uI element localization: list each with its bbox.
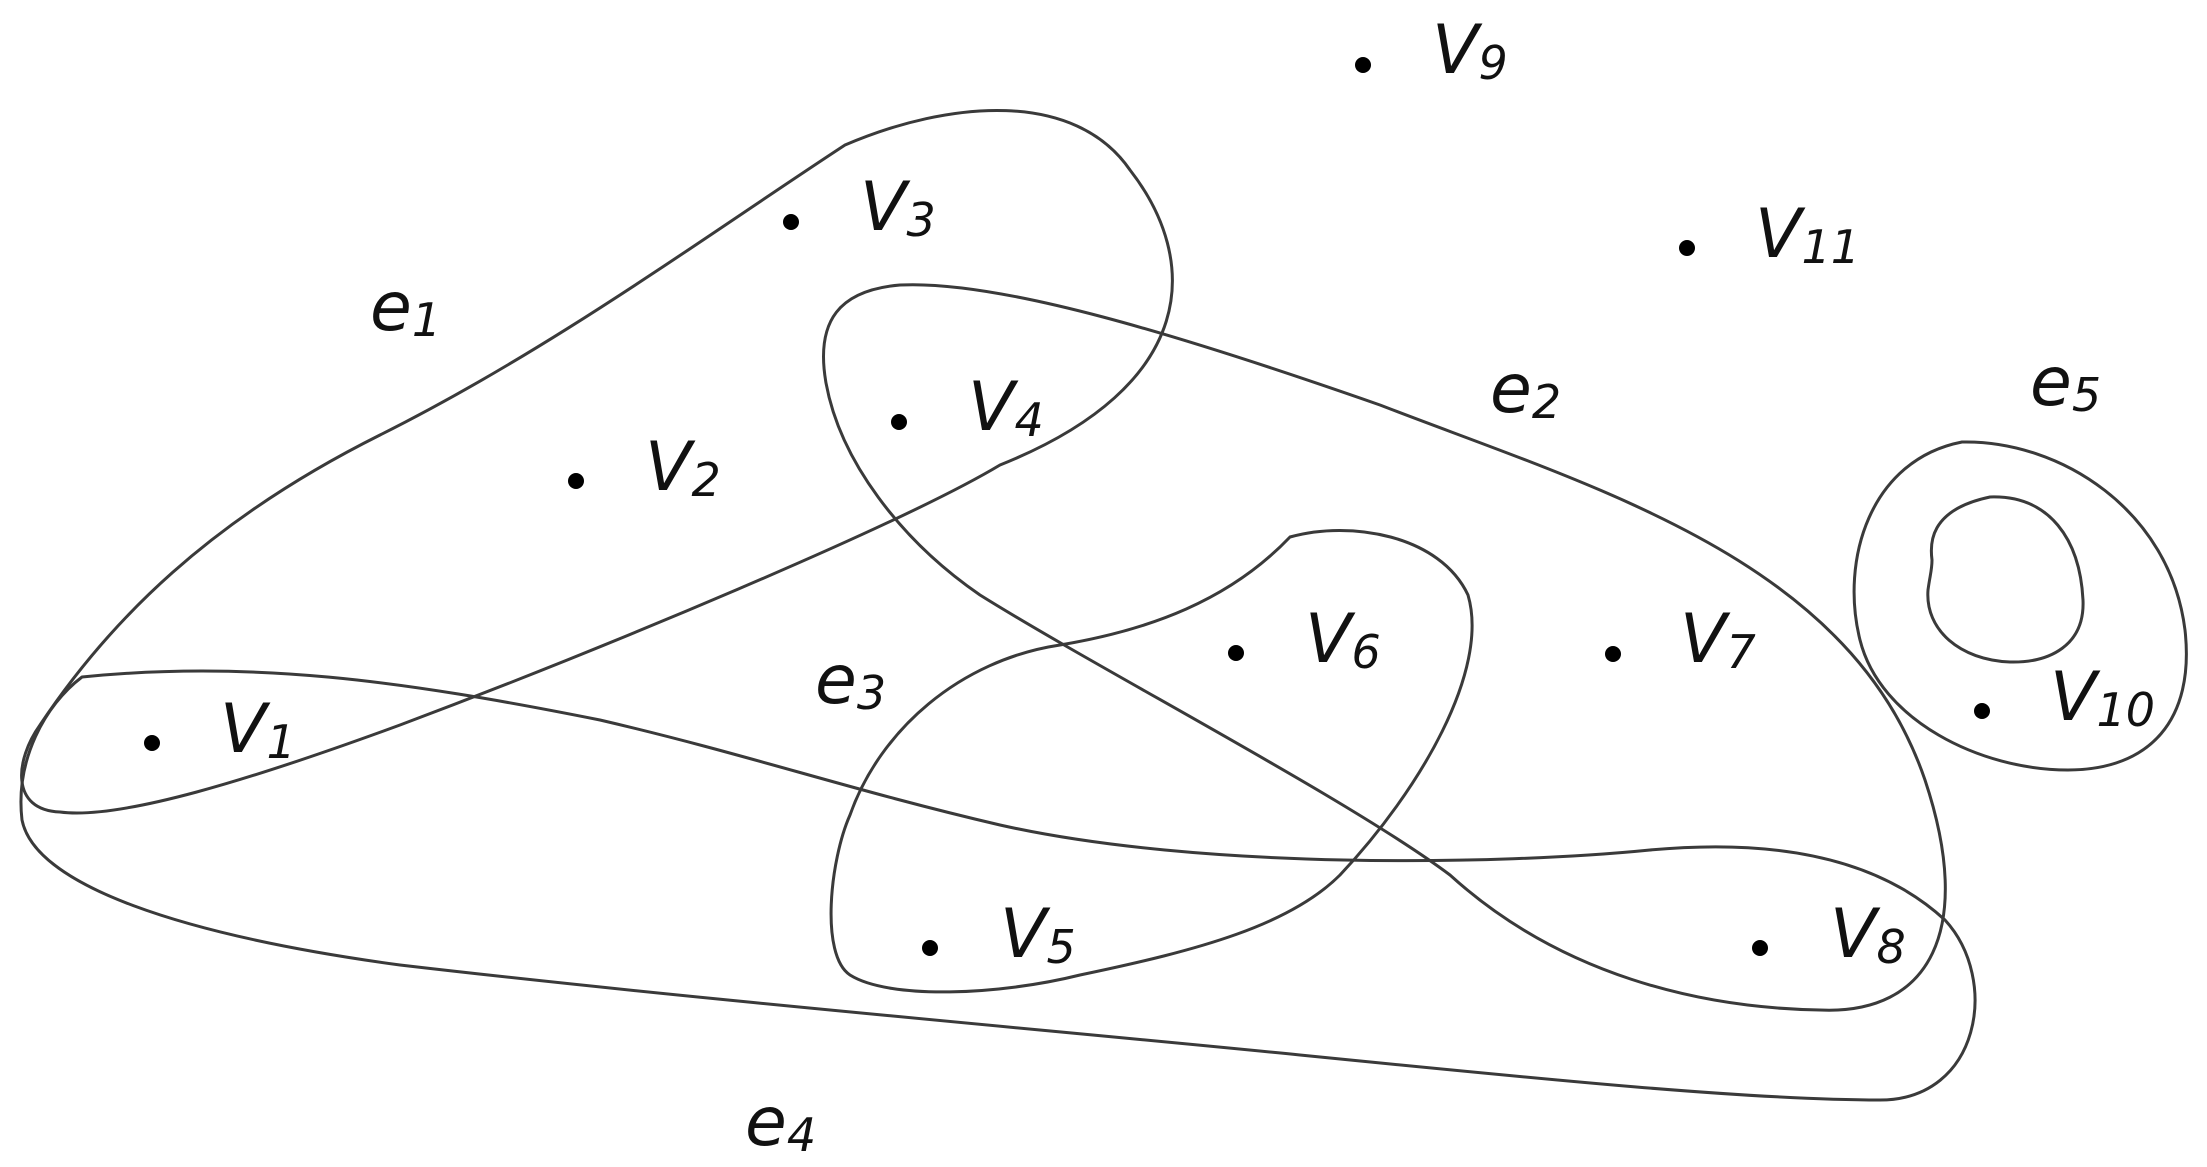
hyperedge-e4-outline bbox=[19, 669, 1977, 1102]
vertex-v1-dot bbox=[144, 735, 160, 751]
vertex-v3-dot bbox=[783, 214, 799, 230]
hyperedge-e5-outer-outline bbox=[1852, 440, 2188, 772]
vertex-labels: V1 V2 V3 V4 V5 V6 V7 V8 V9 V10 V11 bbox=[220, 11, 2155, 974]
vertex-v7-label: V7 bbox=[1680, 600, 1756, 679]
vertex-v9-dot bbox=[1355, 57, 1371, 73]
vertex-v4-dot bbox=[891, 414, 907, 430]
vertex-v11-dot bbox=[1679, 240, 1695, 256]
vertex-v10-dot bbox=[1974, 703, 1990, 719]
hyperedge-e5-inner-outline bbox=[1926, 495, 2085, 664]
hyperedge-e1-outline bbox=[20, 108, 1174, 815]
vertex-v8-dot bbox=[1752, 940, 1768, 956]
vertex-v5-label: V5 bbox=[1000, 895, 1076, 974]
vertex-v9-label: V9 bbox=[1432, 11, 1508, 90]
hyperedge-e3-label: e3 bbox=[815, 641, 886, 720]
vertex-v2-label: V2 bbox=[645, 428, 721, 507]
hyperedge-e2-outline bbox=[821, 283, 1947, 1012]
hyperedge-e5-label: e5 bbox=[2030, 343, 2101, 422]
vertex-v10-label: V10 bbox=[2050, 658, 2155, 737]
hyperedge-e4-label: e4 bbox=[745, 1083, 816, 1162]
vertex-dots bbox=[144, 57, 1990, 956]
hyperedge-e3-outline bbox=[829, 528, 1474, 994]
hyperedge-e2-label: e2 bbox=[1490, 350, 1561, 429]
vertex-v4-label: V4 bbox=[968, 368, 1044, 447]
vertex-v6-dot bbox=[1228, 645, 1244, 661]
vertex-v8-label: V8 bbox=[1830, 895, 1906, 974]
vertex-v3-label: V3 bbox=[860, 168, 936, 247]
vertex-v11-label: V11 bbox=[1755, 195, 1860, 274]
vertex-v7-dot bbox=[1605, 646, 1621, 662]
hyperedge-e1-label: e1 bbox=[370, 268, 441, 347]
hyperedge-labels: e1 e2 e3 e4 e5 bbox=[370, 268, 2101, 1162]
vertex-v2-dot bbox=[568, 473, 584, 489]
vertex-v5-dot bbox=[922, 940, 938, 956]
vertex-v6-label: V6 bbox=[1305, 600, 1381, 679]
vertex-v1-label: V1 bbox=[220, 690, 296, 769]
hyperedge-outlines bbox=[19, 108, 2188, 1102]
